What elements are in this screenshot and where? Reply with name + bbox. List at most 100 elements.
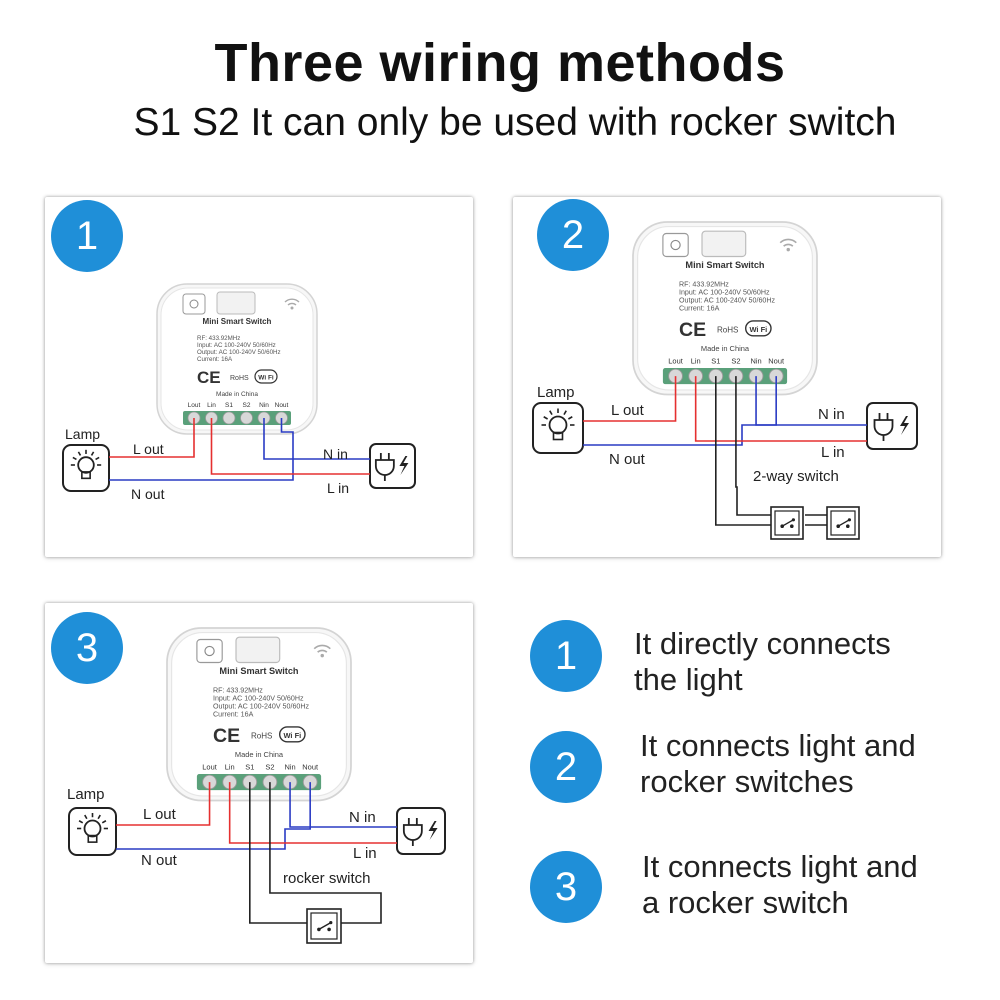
terminal-label: Nin bbox=[284, 762, 295, 771]
lamp-label: Lamp bbox=[537, 384, 575, 401]
terminal-label: S1 bbox=[225, 402, 233, 409]
device-face bbox=[637, 226, 813, 391]
terminal-label: Lin bbox=[225, 762, 235, 771]
wifi-logo: Wi Fi bbox=[254, 369, 278, 384]
device-button bbox=[701, 230, 747, 258]
n-out-wire bbox=[109, 418, 294, 481]
terminal-screw bbox=[222, 411, 236, 425]
device-rf: RF: 433.92MHz bbox=[213, 686, 263, 694]
terminal-label: S2 bbox=[265, 762, 274, 771]
device-output: Output: AC 100-240V 50/60Hz bbox=[213, 703, 309, 711]
light-sensor-icon bbox=[182, 293, 206, 315]
ce-mark: CE bbox=[197, 368, 221, 387]
terminal-label: Lout bbox=[188, 402, 201, 409]
device-name: Mini Smart Switch bbox=[203, 317, 272, 326]
n-in-wire bbox=[263, 418, 370, 460]
l-out-wire bbox=[109, 418, 195, 458]
wifi-logo-text: Wi Fi bbox=[749, 325, 767, 334]
terminal-label: Nout bbox=[302, 762, 319, 771]
device-button bbox=[235, 636, 281, 664]
l-in-label: L in bbox=[353, 845, 377, 862]
page-title: Three wiring methods bbox=[214, 33, 786, 93]
wifi-signal-icon bbox=[313, 644, 331, 658]
legend-line: It connects light and bbox=[640, 728, 916, 763]
terminal-label: Lin bbox=[691, 356, 701, 365]
legend-line: a rocker switch bbox=[642, 885, 849, 920]
terminal-label: Lin bbox=[207, 402, 216, 409]
terminal-label: Nin bbox=[750, 356, 761, 365]
power-plug-icon bbox=[866, 402, 918, 450]
light-sensor-icon bbox=[196, 638, 223, 664]
device-input: Input: AC 100-240V 50/60Hz bbox=[679, 288, 770, 296]
l-in-wire bbox=[694, 376, 867, 442]
device-current: Current: 16A bbox=[197, 356, 233, 363]
device-output: Output: AC 100-240V 50/60Hz bbox=[679, 297, 775, 305]
wifi-signal-icon bbox=[284, 298, 300, 310]
legend-line: rocker switches bbox=[640, 764, 854, 799]
terminal-label: S2 bbox=[243, 402, 251, 409]
device-button bbox=[216, 291, 256, 315]
wifi-logo: Wi Fi bbox=[745, 320, 772, 337]
device-input: Input: AC 100-240V 50/60Hz bbox=[197, 342, 276, 349]
lamp-label: Lamp bbox=[65, 426, 100, 442]
rocker-switch-icon bbox=[770, 506, 804, 540]
panel-number-2: 2 bbox=[537, 199, 609, 271]
l-out-wire bbox=[116, 782, 211, 826]
legend-number-1: 1 bbox=[530, 620, 602, 692]
n-out-label: N out bbox=[609, 451, 646, 468]
power-plug-icon bbox=[369, 443, 416, 489]
wifi-logo-text: Wi Fi bbox=[283, 731, 301, 740]
power-plug-icon bbox=[396, 807, 446, 855]
n-in-label: N in bbox=[323, 446, 348, 462]
l-in-wire bbox=[228, 782, 397, 844]
ce-mark: CE bbox=[679, 319, 706, 341]
device-current: Current: 16A bbox=[213, 711, 254, 719]
l-in-label: L in bbox=[821, 444, 845, 461]
switch-wire-s2 bbox=[269, 782, 382, 924]
terminal-label: S1 bbox=[711, 356, 720, 365]
l-out-label: L out bbox=[611, 402, 645, 419]
rohs-mark: RoHS bbox=[251, 731, 272, 740]
l-in-wire bbox=[210, 418, 370, 475]
terminal-label: Lout bbox=[202, 762, 217, 771]
rocker-switch-icon bbox=[306, 908, 342, 944]
legend-text-2: It connects light and rocker switches bbox=[640, 728, 980, 800]
legend-number-3: 3 bbox=[530, 851, 602, 923]
n-out-label: N out bbox=[141, 852, 178, 869]
rohs-mark: RoHS bbox=[717, 325, 738, 334]
legend-line: the light bbox=[634, 662, 743, 697]
legend-number-2: 2 bbox=[530, 731, 602, 803]
device-current: Current: 16A bbox=[679, 305, 720, 313]
wifi-logo-text: Wi Fi bbox=[258, 375, 274, 382]
made-in-label: Made in China bbox=[235, 750, 284, 759]
rocker-switch-label: rocker switch bbox=[283, 870, 371, 887]
terminal-label: S1 bbox=[245, 762, 254, 771]
device-face bbox=[160, 287, 314, 431]
device-name: Mini Smart Switch bbox=[219, 666, 299, 676]
lamp-icon bbox=[532, 402, 584, 454]
terminal-label: Nout bbox=[768, 356, 785, 365]
l-in-label: L in bbox=[327, 480, 349, 496]
lamp-icon bbox=[62, 444, 110, 492]
switch-wire-s1 bbox=[249, 782, 307, 924]
panel-number-1: 1 bbox=[51, 200, 123, 272]
n-in-label: N in bbox=[349, 809, 376, 826]
device-input: Input: AC 100-240V 50/60Hz bbox=[213, 694, 304, 702]
terminal-screw bbox=[240, 411, 253, 425]
made-in-label: Made in China bbox=[216, 391, 258, 398]
ce-mark: CE bbox=[213, 725, 240, 747]
l-out-label: L out bbox=[133, 441, 164, 457]
n-out-wire bbox=[116, 782, 311, 850]
switch-wire-s1 bbox=[715, 376, 771, 526]
n-in-wire bbox=[755, 376, 867, 426]
n-out-label: N out bbox=[131, 486, 165, 502]
device-name: Mini Smart Switch bbox=[685, 260, 765, 270]
n-in-label: N in bbox=[818, 406, 845, 423]
n-out-wire bbox=[583, 376, 777, 446]
